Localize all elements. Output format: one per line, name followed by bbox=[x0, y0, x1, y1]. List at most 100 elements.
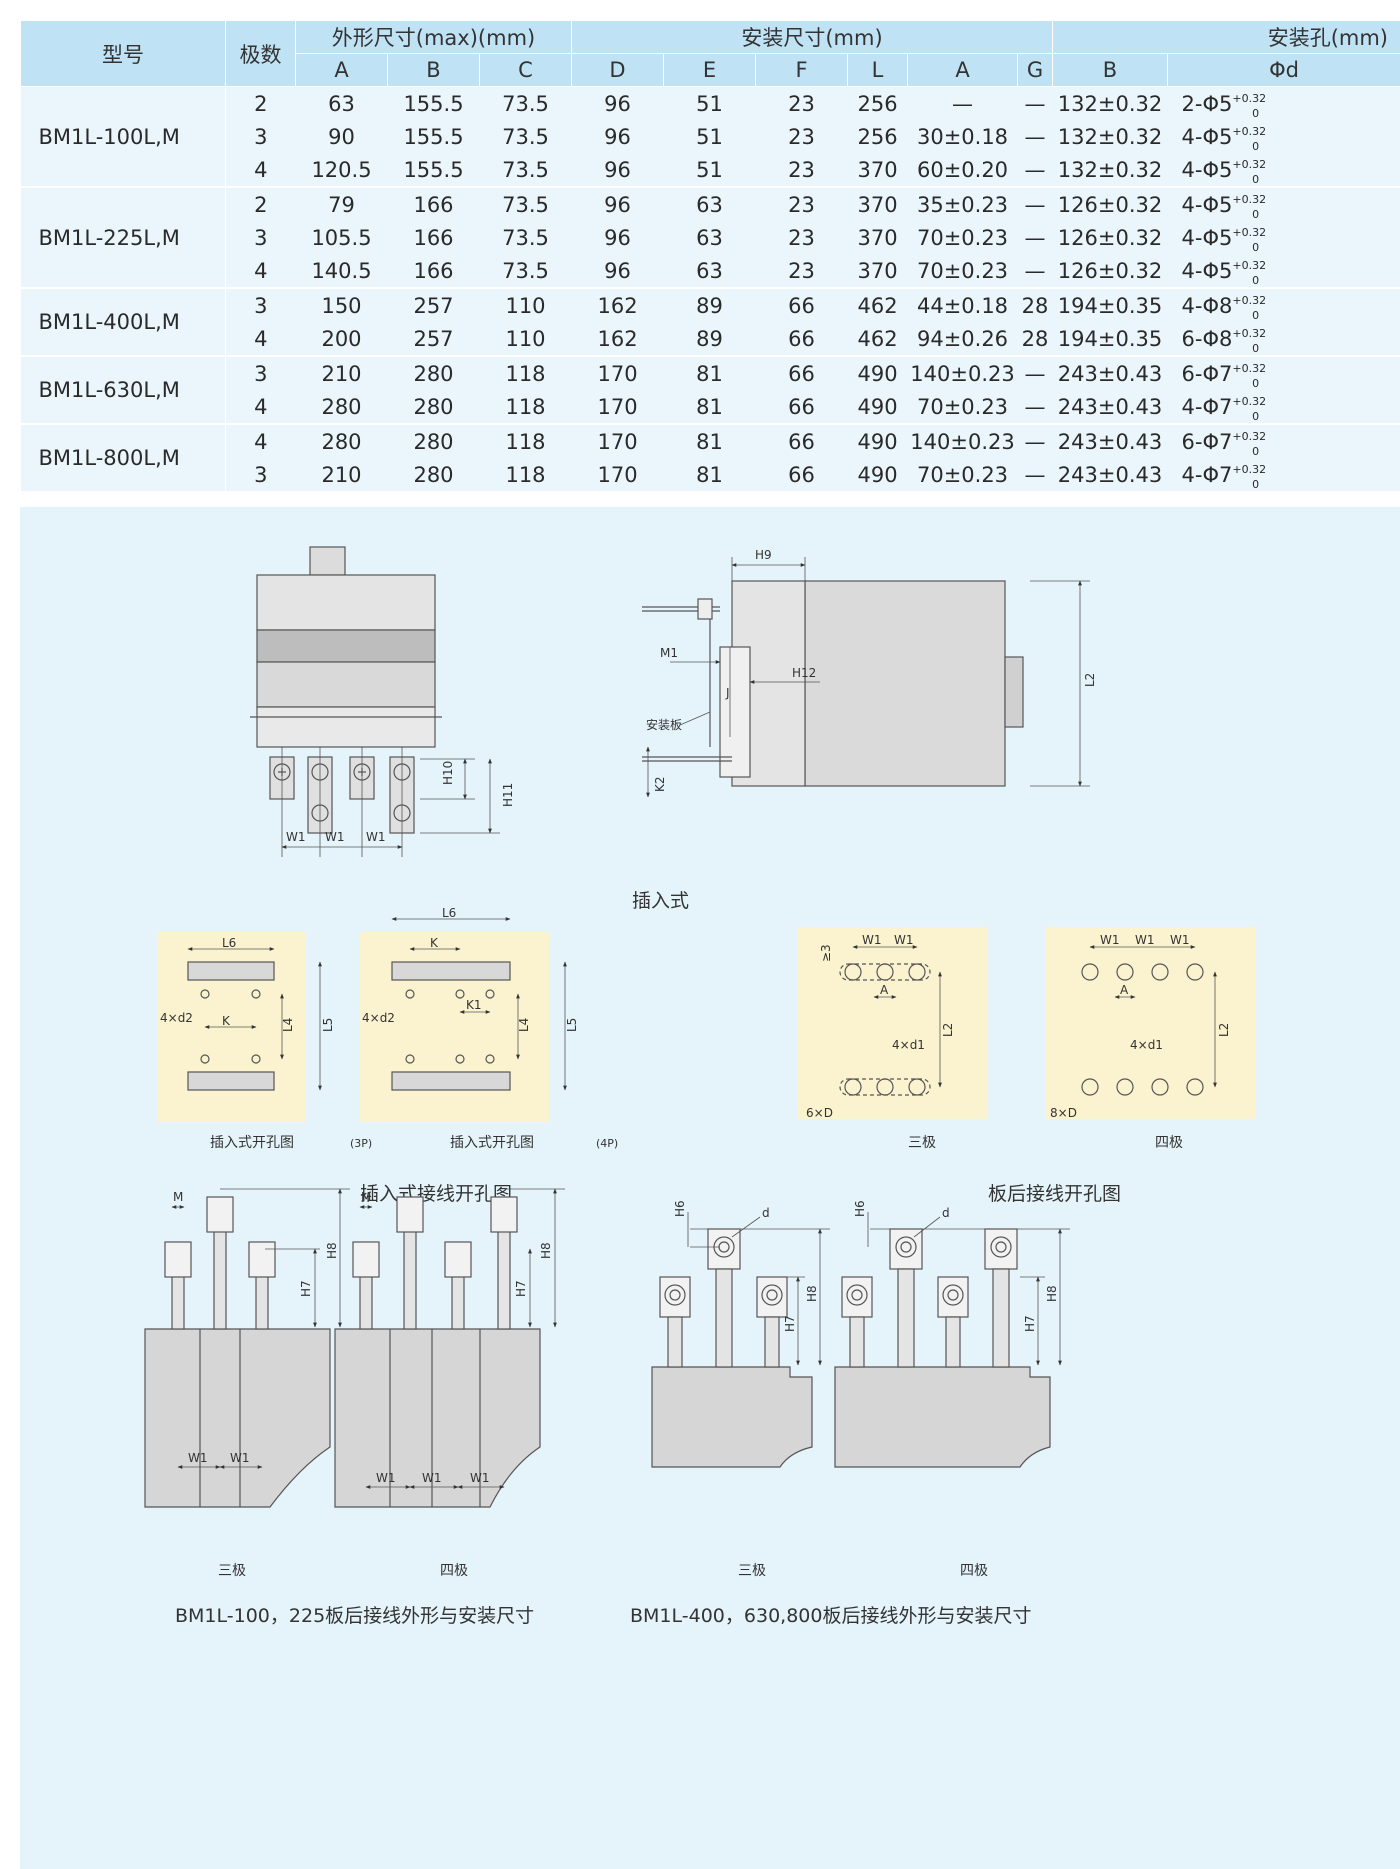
cell-d: 96 bbox=[571, 120, 664, 153]
cell-poles: 4 bbox=[225, 424, 296, 458]
cell-c: 118 bbox=[479, 458, 572, 493]
cell-ib: 243±0.43 bbox=[1052, 424, 1168, 458]
rear-holes-caption: 板后接线开孔图 bbox=[988, 1183, 1121, 1205]
cell-hole-diameter: 4-Φ5+0.320 bbox=[1167, 187, 1400, 221]
tolerance-upper: +0.32 bbox=[1232, 429, 1267, 443]
tolerance-upper: +0.32 bbox=[1232, 394, 1267, 408]
label-w1-c: W1 bbox=[366, 830, 386, 844]
cell-ib: 243±0.43 bbox=[1052, 390, 1168, 425]
subheader-10: Φd bbox=[1167, 53, 1400, 87]
cell-ib: 132±0.32 bbox=[1052, 120, 1168, 153]
cell-d: 162 bbox=[571, 288, 664, 322]
fig1-tag: (3P) bbox=[350, 1137, 372, 1150]
cell-b: 280 bbox=[387, 458, 480, 493]
subheader-2: C bbox=[478, 53, 573, 87]
label-k1-4p: K1 bbox=[466, 998, 482, 1012]
cell-c: 118 bbox=[479, 424, 572, 458]
label-d-l4: d bbox=[942, 1206, 950, 1220]
tolerance-upper: +0.32 bbox=[1232, 326, 1267, 340]
cell-l: 256 bbox=[847, 120, 908, 153]
label-l4-4p: L4 bbox=[517, 1018, 531, 1032]
cell-b: 166 bbox=[387, 254, 480, 289]
label-h7-s3: H7 bbox=[299, 1280, 313, 1297]
plugin-front-view bbox=[250, 546, 500, 857]
cell-a: 120.5 bbox=[295, 153, 388, 188]
cell-l: 370 bbox=[847, 221, 908, 254]
cell-e: 89 bbox=[663, 322, 756, 357]
cell-d: 96 bbox=[571, 86, 664, 120]
tolerance-lower: 0 bbox=[1252, 273, 1260, 287]
label-w1-s4c: W1 bbox=[470, 1471, 490, 1485]
cell-a: 140.5 bbox=[295, 254, 388, 289]
fig2-caption: 插入式开孔图 bbox=[450, 1135, 534, 1151]
rear-large-caption: BM1L-400，630,800板后接线外形与安装尺寸 bbox=[630, 1605, 1031, 1627]
cell-a: 200 bbox=[295, 322, 388, 357]
cell-a: 105.5 bbox=[295, 221, 388, 254]
plugin-hole-3p bbox=[158, 932, 322, 1122]
cell-ib: 126±0.32 bbox=[1052, 221, 1168, 254]
hole-spec: 4-Φ5 bbox=[1181, 225, 1233, 250]
label-l5-4p: L5 bbox=[565, 1018, 579, 1032]
cell-ia: 140±0.23 bbox=[907, 424, 1018, 458]
cell-a: 280 bbox=[295, 390, 388, 425]
plugin-holes-caption: 插入式接线开孔图 bbox=[360, 1183, 512, 1205]
cell-b: 166 bbox=[387, 187, 480, 221]
cell-e: 51 bbox=[663, 86, 756, 120]
cell-b: 257 bbox=[387, 322, 480, 357]
cell-ib: 194±0.35 bbox=[1052, 288, 1168, 322]
tolerance-upper: +0.32 bbox=[1232, 124, 1267, 138]
cell-g: — bbox=[1017, 356, 1053, 390]
cell-l: 370 bbox=[847, 254, 908, 289]
label-w1-a: W1 bbox=[286, 830, 306, 844]
header-hole: 安装孔(mm) bbox=[1052, 20, 1400, 54]
label-l2: L2 bbox=[1083, 673, 1097, 687]
cell-hole-diameter: 4-Φ7+0.320 bbox=[1167, 390, 1400, 425]
label-l6-3p: L6 bbox=[222, 936, 236, 950]
label-w1-s3b: W1 bbox=[230, 1451, 250, 1465]
label-w1-s4a: W1 bbox=[376, 1471, 396, 1485]
cell-a: 90 bbox=[295, 120, 388, 153]
tolerance-lower: 0 bbox=[1252, 341, 1260, 355]
label-m-s3: M bbox=[173, 1190, 183, 1204]
small-4p-caption: 四极 bbox=[440, 1563, 468, 1579]
cell-g: — bbox=[1017, 153, 1053, 188]
cell-e: 81 bbox=[663, 356, 756, 390]
cell-d: 96 bbox=[571, 254, 664, 289]
cell-a: 63 bbox=[295, 86, 388, 120]
label-w1-r3a: W1 bbox=[862, 933, 882, 947]
label-w1-r4c: W1 bbox=[1170, 933, 1190, 947]
cell-e: 81 bbox=[663, 424, 756, 458]
label-d1-r3: 4×d1 bbox=[892, 1038, 925, 1052]
tolerance-lower: 0 bbox=[1252, 409, 1260, 423]
tolerance-upper: +0.32 bbox=[1232, 462, 1267, 476]
cell-poles: 2 bbox=[225, 187, 296, 221]
cell-d: 170 bbox=[571, 356, 664, 390]
plugin-side-labels: H9 M1 H12 J 安装板 L2 K2 bbox=[646, 548, 1097, 792]
cell-c: 110 bbox=[479, 288, 572, 322]
cell-g: — bbox=[1017, 390, 1053, 425]
cell-g: — bbox=[1017, 424, 1053, 458]
rear-small-caption: BM1L-100，225板后接线外形与安装尺寸 bbox=[175, 1605, 534, 1627]
header-install: 安装尺寸(mm) bbox=[571, 20, 1054, 54]
cell-g: — bbox=[1017, 86, 1053, 120]
label-h8-s4: H8 bbox=[539, 1242, 553, 1259]
cell-ib: 194±0.35 bbox=[1052, 322, 1168, 357]
label-k-4p: K bbox=[430, 936, 439, 950]
cell-c: 118 bbox=[479, 356, 572, 390]
cell-g: 28 bbox=[1017, 322, 1053, 357]
diagram-svg: W1 W1 W1 H10 H11 bbox=[144, 546, 1255, 1627]
label-h9: H9 bbox=[755, 548, 772, 562]
cell-f: 66 bbox=[755, 458, 848, 493]
cell-g: — bbox=[1017, 187, 1053, 221]
rear-small-3p bbox=[144, 1188, 350, 1508]
cell-g: — bbox=[1017, 221, 1053, 254]
cell-g: — bbox=[1017, 120, 1053, 153]
rear-hole-3p bbox=[798, 927, 988, 1119]
